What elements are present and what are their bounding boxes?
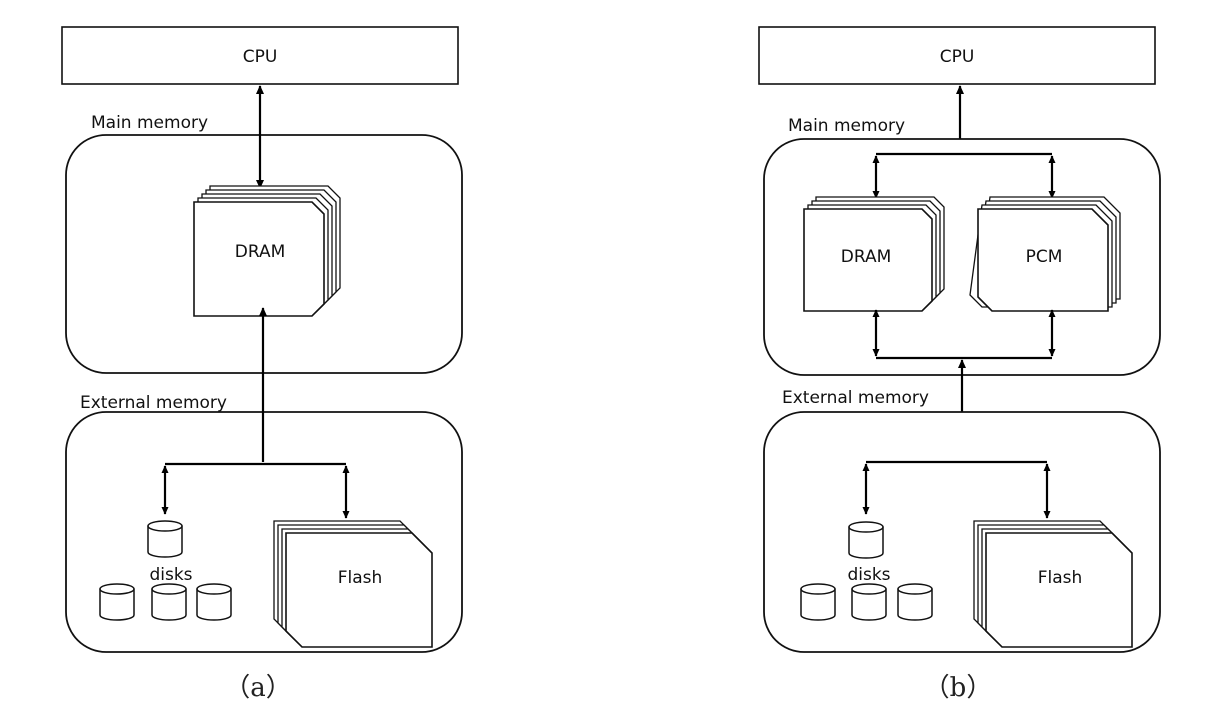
flash-chip: [273, 520, 433, 648]
disks-label: disks: [149, 565, 192, 585]
panel-a: CPU Main memory DRAM External memory: [61, 26, 463, 703]
main-memory-label: Main memory: [91, 113, 208, 133]
disk-cylinder: [848, 521, 884, 559]
disk-cylinder: [897, 583, 933, 621]
cpu-box: [61, 26, 459, 85]
disks-label: disks: [847, 565, 890, 585]
cpu-box: [758, 26, 1156, 85]
flash-chip: [973, 520, 1133, 648]
external-memory-label: External memory: [782, 388, 929, 408]
disk-cylinder: [851, 583, 887, 621]
disk-cylinder: [196, 583, 232, 621]
disk-cylinder: [147, 520, 183, 558]
main-memory-label: Main memory: [788, 116, 905, 136]
dram-label: DRAM: [841, 247, 892, 267]
caption-b: （b）: [924, 673, 993, 703]
flash-label: Flash: [338, 568, 383, 588]
cpu-label: CPU: [940, 47, 975, 67]
flash-label: Flash: [1038, 568, 1083, 588]
caption-a: （a）: [224, 673, 292, 703]
dram-chip: [803, 196, 945, 312]
cpu-label: CPU: [243, 47, 278, 67]
disk-cylinder: [800, 583, 836, 621]
disk-cylinder: [99, 583, 135, 621]
dram-label: DRAM: [235, 242, 286, 262]
pcm-chip: [969, 196, 1121, 312]
pcm-label: PCM: [1026, 247, 1063, 267]
panel-b: CPU Main memory DRAM PCM External memory: [758, 26, 1161, 703]
external-memory-label: External memory: [80, 393, 227, 413]
disk-cylinder: [151, 583, 187, 621]
dram-chip: [193, 185, 341, 317]
